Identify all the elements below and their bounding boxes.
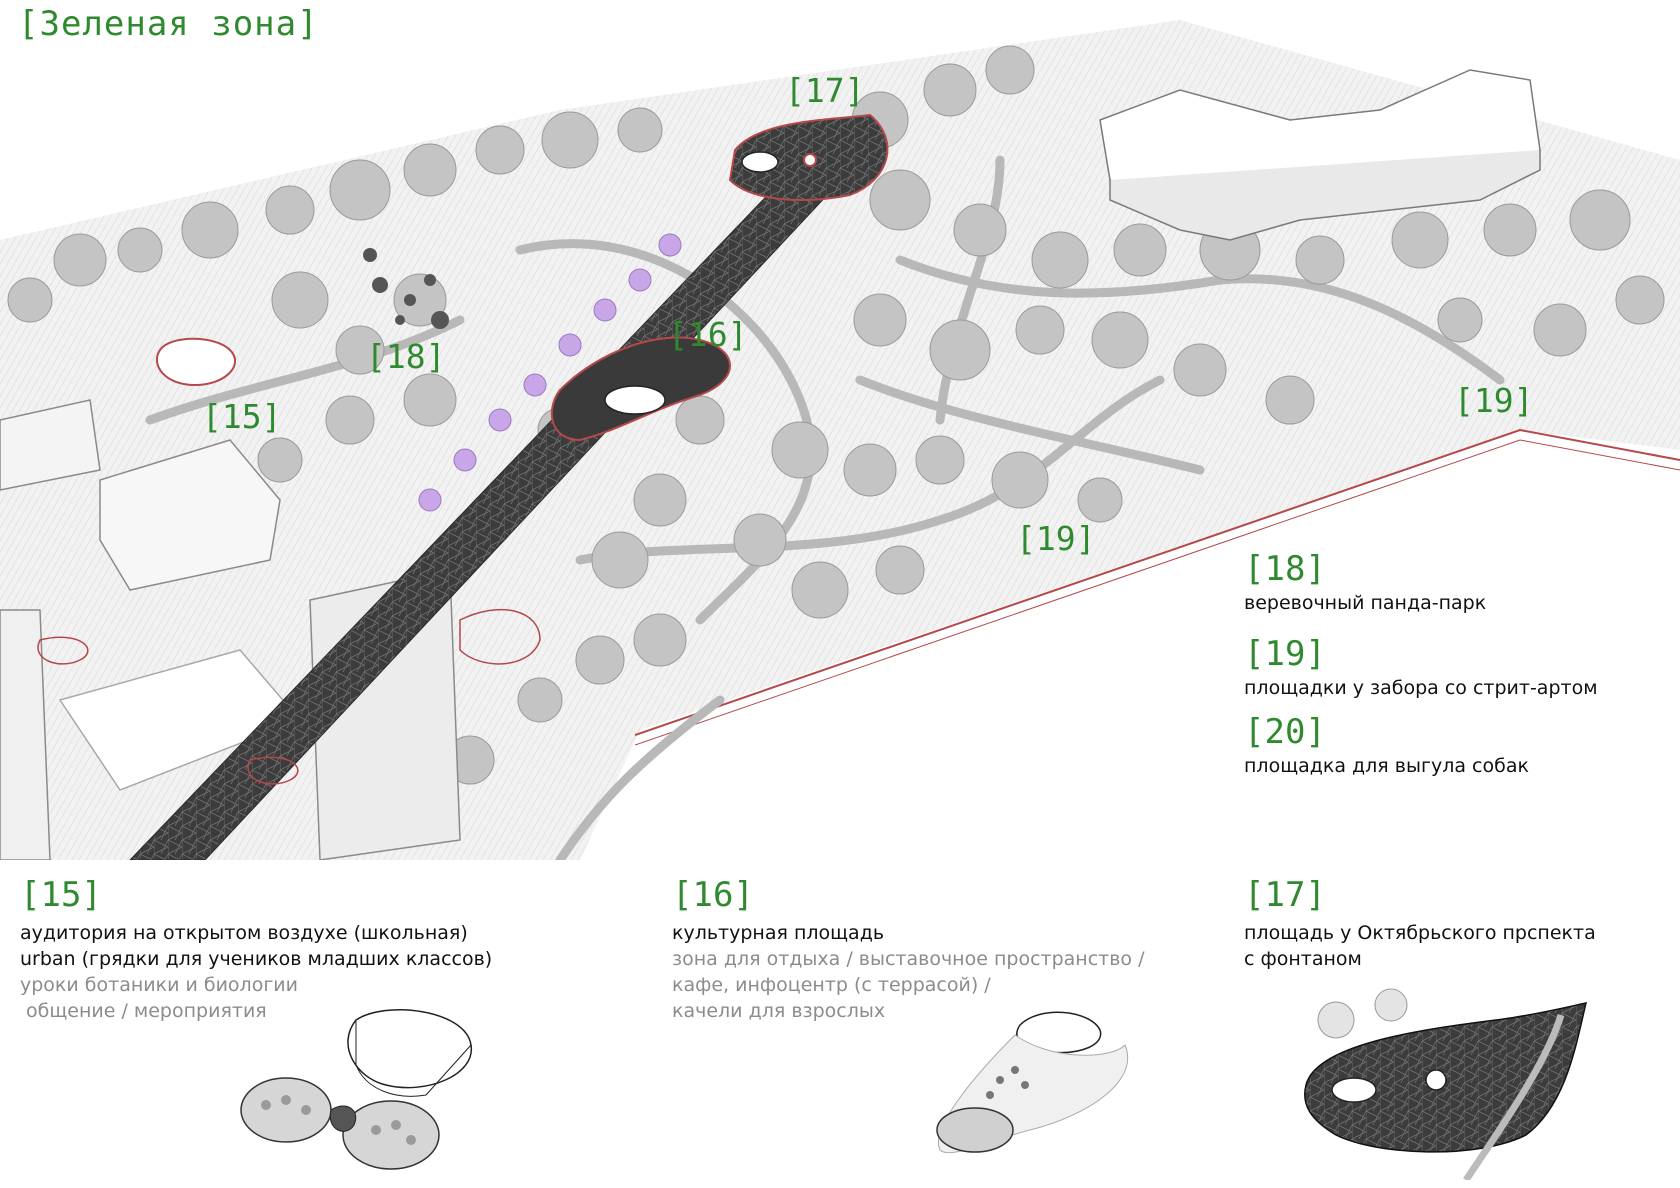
legend-title: площадка для выгула собак [1244,755,1529,777]
map-label-19-right: [19] [1454,381,1534,420]
legend-num: [17] [1244,875,1326,915]
legend-item-20: [20] площадка для выгула собак [1244,715,1529,777]
legend-sub: качели для взрослых [672,1000,886,1022]
building-top-right [1099,69,1541,241]
map-label-16: [16] [668,315,748,354]
plaza-17-vignette [1304,988,1588,1180]
blossom-trees [418,233,682,512]
buildings-left [0,399,461,860]
park-paths [145,155,1505,860]
legend-line: площадь у Октябрьского прспекта [1244,922,1596,944]
legend-item-19: [19] площадки у забора со стрит-артом [1244,637,1598,699]
map-label-15: [15] [202,397,282,436]
legend-sub: общение / мероприятия [20,1000,267,1022]
legend-num: [19] [1244,634,1326,674]
legend-sub: уроки ботаники и биологии [20,974,299,996]
legend-item-17: [17] площадь у Октябрьского прспекта с ф… [1244,878,1596,972]
map-label-18: [18] [366,337,446,376]
classroom-15-vignette [240,1009,472,1170]
classroom-15 [155,337,237,387]
legend-line: аудитория на открытом воздухе (школьная) [20,922,468,944]
legend-item-18: [18] веревочный панда-парк [1244,552,1486,614]
axonometric-plan [0,20,1680,860]
plaza-16-vignette [936,1011,1129,1154]
rope-park-18 [363,248,449,329]
legend-sub: зона для отдыха / выставочное пространст… [672,948,1145,970]
legend-num: [15] [20,875,102,915]
legend-title: площадки у забора со стрит-артом [1244,677,1598,699]
page-title: [Зеленая зона] [18,4,319,44]
legend-line: urban (грядки для учеников младших класс… [20,948,493,970]
site-boundary [634,428,1680,736]
legend-num: [18] [1244,549,1326,589]
legend-num: [20] [1244,712,1326,752]
legend-line: с фонтаном [1244,948,1362,970]
legend-title: веревочный панда-парк [1244,592,1487,614]
map-label-19-center: [19] [1016,519,1096,558]
legend-sub: кафе, инфоцентр (с террасой) / [672,974,991,996]
legend-item-15: [15] аудитория на открытом воздухе (школ… [20,878,492,1024]
legend-num: [16] [672,875,754,915]
map-label-17: [17] [785,71,865,110]
legend-item-16: [16] культурная площадь зона для отдыха … [672,878,1145,1024]
playground [37,608,541,785]
legend-line: культурная площадь [672,922,885,944]
